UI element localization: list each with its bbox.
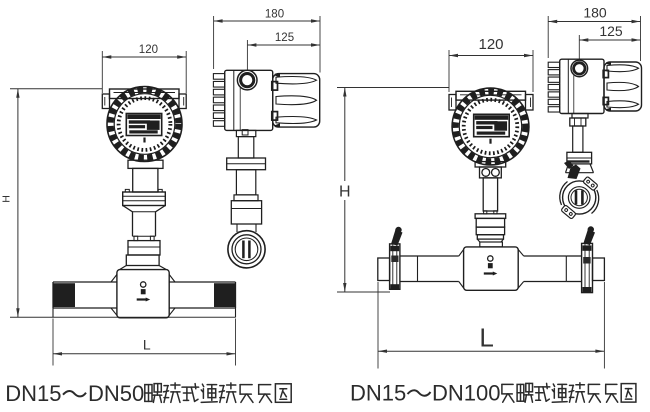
svg-text:120: 120 [139, 44, 158, 56]
svg-text:DN15: DN15 [5, 381, 61, 406]
svg-text:180: 180 [265, 9, 284, 21]
svg-text:H: H [1, 195, 13, 203]
svg-text:DN50: DN50 [88, 381, 144, 406]
svg-text:125: 125 [275, 32, 294, 44]
svg-text:L: L [479, 323, 493, 353]
svg-text:180: 180 [583, 5, 607, 21]
svg-text:DN100: DN100 [432, 381, 500, 406]
svg-text:125: 125 [599, 23, 623, 39]
svg-text:DN15: DN15 [350, 381, 406, 406]
svg-text:120: 120 [478, 36, 503, 53]
svg-text:H: H [339, 183, 351, 200]
svg-text:L: L [143, 337, 151, 353]
